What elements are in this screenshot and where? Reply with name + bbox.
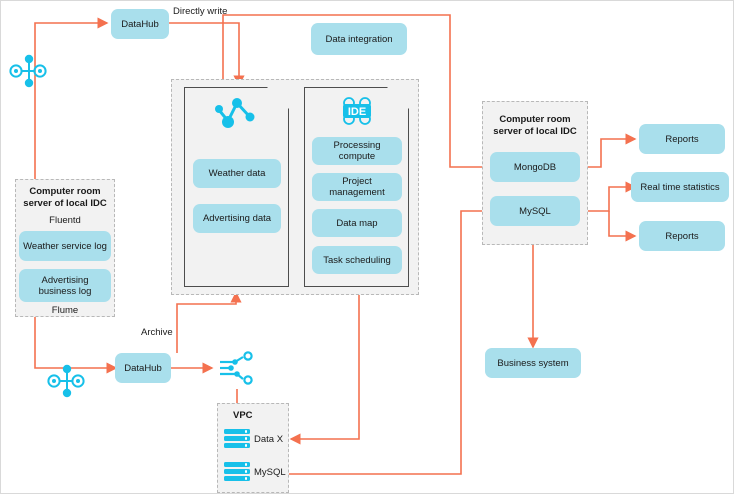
group-idc-right-title-line1: Computer room <box>499 114 571 125</box>
node-datahub-bottom[interactable]: DataHub <box>115 353 171 383</box>
server-stack-icon <box>224 462 250 482</box>
label-fluentd: Fluentd <box>49 215 81 226</box>
node-weather-data[interactable]: Weather data <box>193 159 281 188</box>
node-mongodb[interactable]: MongoDB <box>490 152 580 182</box>
label-archive: Archive <box>141 327 173 338</box>
group-vpc <box>217 403 289 493</box>
group-vpc-title: VPC <box>233 410 253 421</box>
ide-icon: IDE <box>337 93 377 129</box>
data-graph-icon <box>209 94 265 134</box>
node-vpc-data-x[interactable]: Data X <box>254 434 284 445</box>
edge-mysql-to-reports-bottom <box>608 211 637 242</box>
group-idc-right-title-line2: server of local IDC <box>493 126 577 137</box>
cluster-nodes-icon <box>9 53 49 89</box>
label-flume: Flume <box>51 305 79 316</box>
node-business-system[interactable]: Business system <box>485 348 581 378</box>
node-weather-service-log[interactable]: Weather service log <box>19 231 111 261</box>
edge-datahub-top-to-doc-left <box>169 22 245 87</box>
edge-left-rail-to-datahub-top <box>34 17 109 187</box>
node-task-scheduling[interactable]: Task scheduling <box>312 246 402 274</box>
node-mysql-right[interactable]: MySQL <box>490 196 580 226</box>
edge-archive-to-doc-left <box>176 291 242 353</box>
edge-idc-left-to-datahub-bottom <box>34 316 118 374</box>
label-directly-write: Directly write <box>173 6 228 17</box>
ide-icon-text: IDE <box>348 106 366 118</box>
group-idc-left-title-line2: server of local IDC <box>23 198 107 209</box>
node-real-time-statistics[interactable]: Real time statistics <box>631 172 729 202</box>
circuit-branch-icon <box>217 351 257 387</box>
node-data-map[interactable]: Data map <box>312 209 402 237</box>
node-advertising-business-log[interactable]: Advertising business log <box>19 269 111 302</box>
node-data-integration[interactable]: Data integration <box>311 23 407 55</box>
node-processing-compute[interactable]: Processing compute <box>312 137 402 165</box>
node-datahub-top[interactable]: DataHub <box>111 9 169 39</box>
server-stack-icon <box>224 429 250 449</box>
node-reports-top[interactable]: Reports <box>639 124 725 154</box>
node-project-management[interactable]: Project management <box>312 173 402 201</box>
edge-doc-ide-to-data-x <box>289 293 360 445</box>
cluster-nodes-icon <box>47 363 87 399</box>
node-advertising-data[interactable]: Advertising data <box>193 204 281 233</box>
node-reports-bottom[interactable]: Reports <box>639 221 725 251</box>
group-idc-left-title-line1: Computer room <box>29 186 101 197</box>
node-vpc-mysql[interactable]: MySQL <box>254 467 286 478</box>
